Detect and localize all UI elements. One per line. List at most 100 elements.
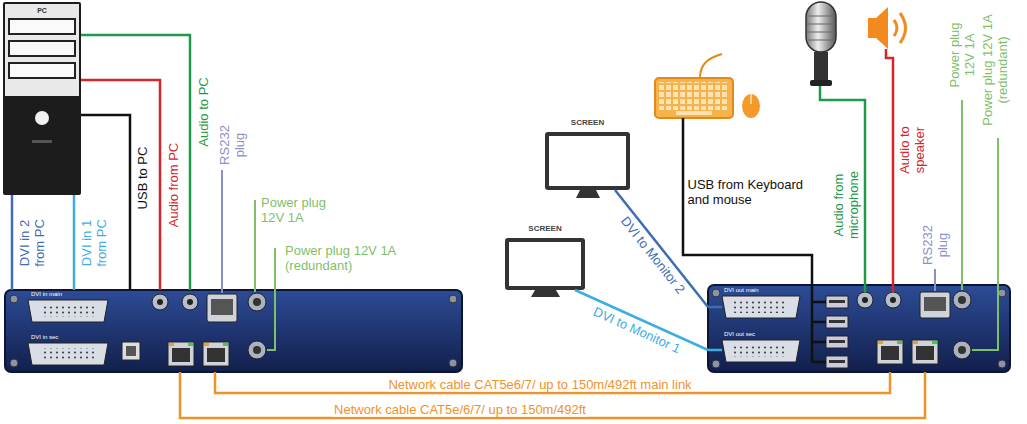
receiver-unit [734,301,788,313]
pc-tower [35,111,49,125]
receiver-unit [734,345,788,357]
microphone [810,80,832,86]
node-text: DVI out sec [724,331,755,338]
receiver-unit [712,360,720,368]
leader-line [221,170,223,293]
receiver-unit [826,316,848,328]
receiver-box: DVI out mainDVI out sec [708,285,1010,372]
receiver-unit [932,341,937,344]
receiver-unit [878,341,883,344]
transmitter-unit [5,290,462,372]
monitor [576,190,600,198]
port-label: RS232 plug [920,222,950,269]
node-text: DVI in sec [31,334,58,341]
transmitter-unit [248,341,266,359]
node-text: DVI in main [31,291,62,298]
receiver-unit [826,336,848,348]
cable-connector [180,372,925,418]
port-label: Power plug 12V 1A [260,195,334,225]
receiver-unit [953,291,971,309]
node-text: SCREEN [545,119,630,128]
cable-connector [11,195,14,290]
receiver-unit [857,292,873,308]
cable-connector [73,195,76,290]
receiver-unit [890,297,896,303]
microphone [808,40,834,41]
pc-tower [32,140,52,143]
receiver-unit [998,289,1006,297]
receiver-unit [708,285,1010,372]
receiver-unit [912,340,938,364]
receiver-unit [826,356,848,368]
microphone [809,16,833,17]
node-text: PC [3,7,81,15]
pc-tower [3,2,81,195]
cable [683,118,826,362]
receiver-unit [953,341,971,359]
monitor [509,242,581,286]
transmitter-unit [187,299,193,305]
cable-label: USB to PC [135,146,150,211]
transmitter-unit [172,348,190,362]
receiver-unit [877,340,903,364]
receiver-unit [913,341,918,344]
receiver-unit [708,349,722,352]
transmitter-unit [203,342,229,366]
cable-label: DVI to Monitor 1 [590,303,684,356]
receiver-unit [881,346,899,360]
transmitter-unit [253,346,261,354]
microphone [814,52,828,80]
keyboard-mouse [655,78,733,118]
receiver-unit [829,320,845,323]
monitor [531,290,560,297]
port-label: RS232 plug [217,122,247,169]
speaker [868,7,888,49]
node-text: DVI out main [724,287,759,294]
leader-line [972,138,998,350]
transmitter-unit [182,294,198,310]
cable [886,49,893,292]
screen-box: SCREEN [545,132,630,190]
transmitter-unit [168,342,194,366]
receiver-unit [722,296,800,318]
monitor [549,136,626,186]
screen-box: SCREEN [505,238,585,290]
receiver-unit [920,292,950,318]
transmitter-unit [449,359,457,367]
receiver-unit [829,340,845,343]
port-label: Power plug 12V 1A (redundant) [980,7,1010,134]
receiver-unit [708,285,1010,372]
cable-label: Audio to PC [196,76,211,147]
cable-label: Audio from microphone [831,164,861,246]
microphone [806,2,836,86]
receiver-unit [829,300,845,303]
receiver-unit [862,297,868,303]
transmitter-unit [28,300,108,322]
speaker [900,13,906,43]
cable [683,49,893,362]
transmitter-unit [5,290,462,372]
leader-line [961,100,963,290]
port-label: Power plug 12V 1A [947,14,977,96]
transmitter-unit [10,295,18,303]
transmitter-unit [40,348,96,360]
cable [820,86,865,292]
cable-label: DVI in 2 from PC [17,211,47,275]
keyboard-mouse [750,94,752,104]
transmitter-unit [248,293,266,311]
receiver-unit [722,340,800,362]
transmitter-unit [126,346,136,356]
leader-line [254,200,256,292]
pc-box: PC [3,2,81,195]
node-text: SCREEN [505,225,585,234]
receiver-unit [829,360,845,363]
transmitter-unit [169,343,174,346]
keyboard-mouse [742,94,760,118]
transmitter-unit [10,359,18,367]
cable-connector [575,290,708,350]
transmitter-unit [253,298,261,306]
cable-label: DVI to Monitor 2 [617,213,688,297]
